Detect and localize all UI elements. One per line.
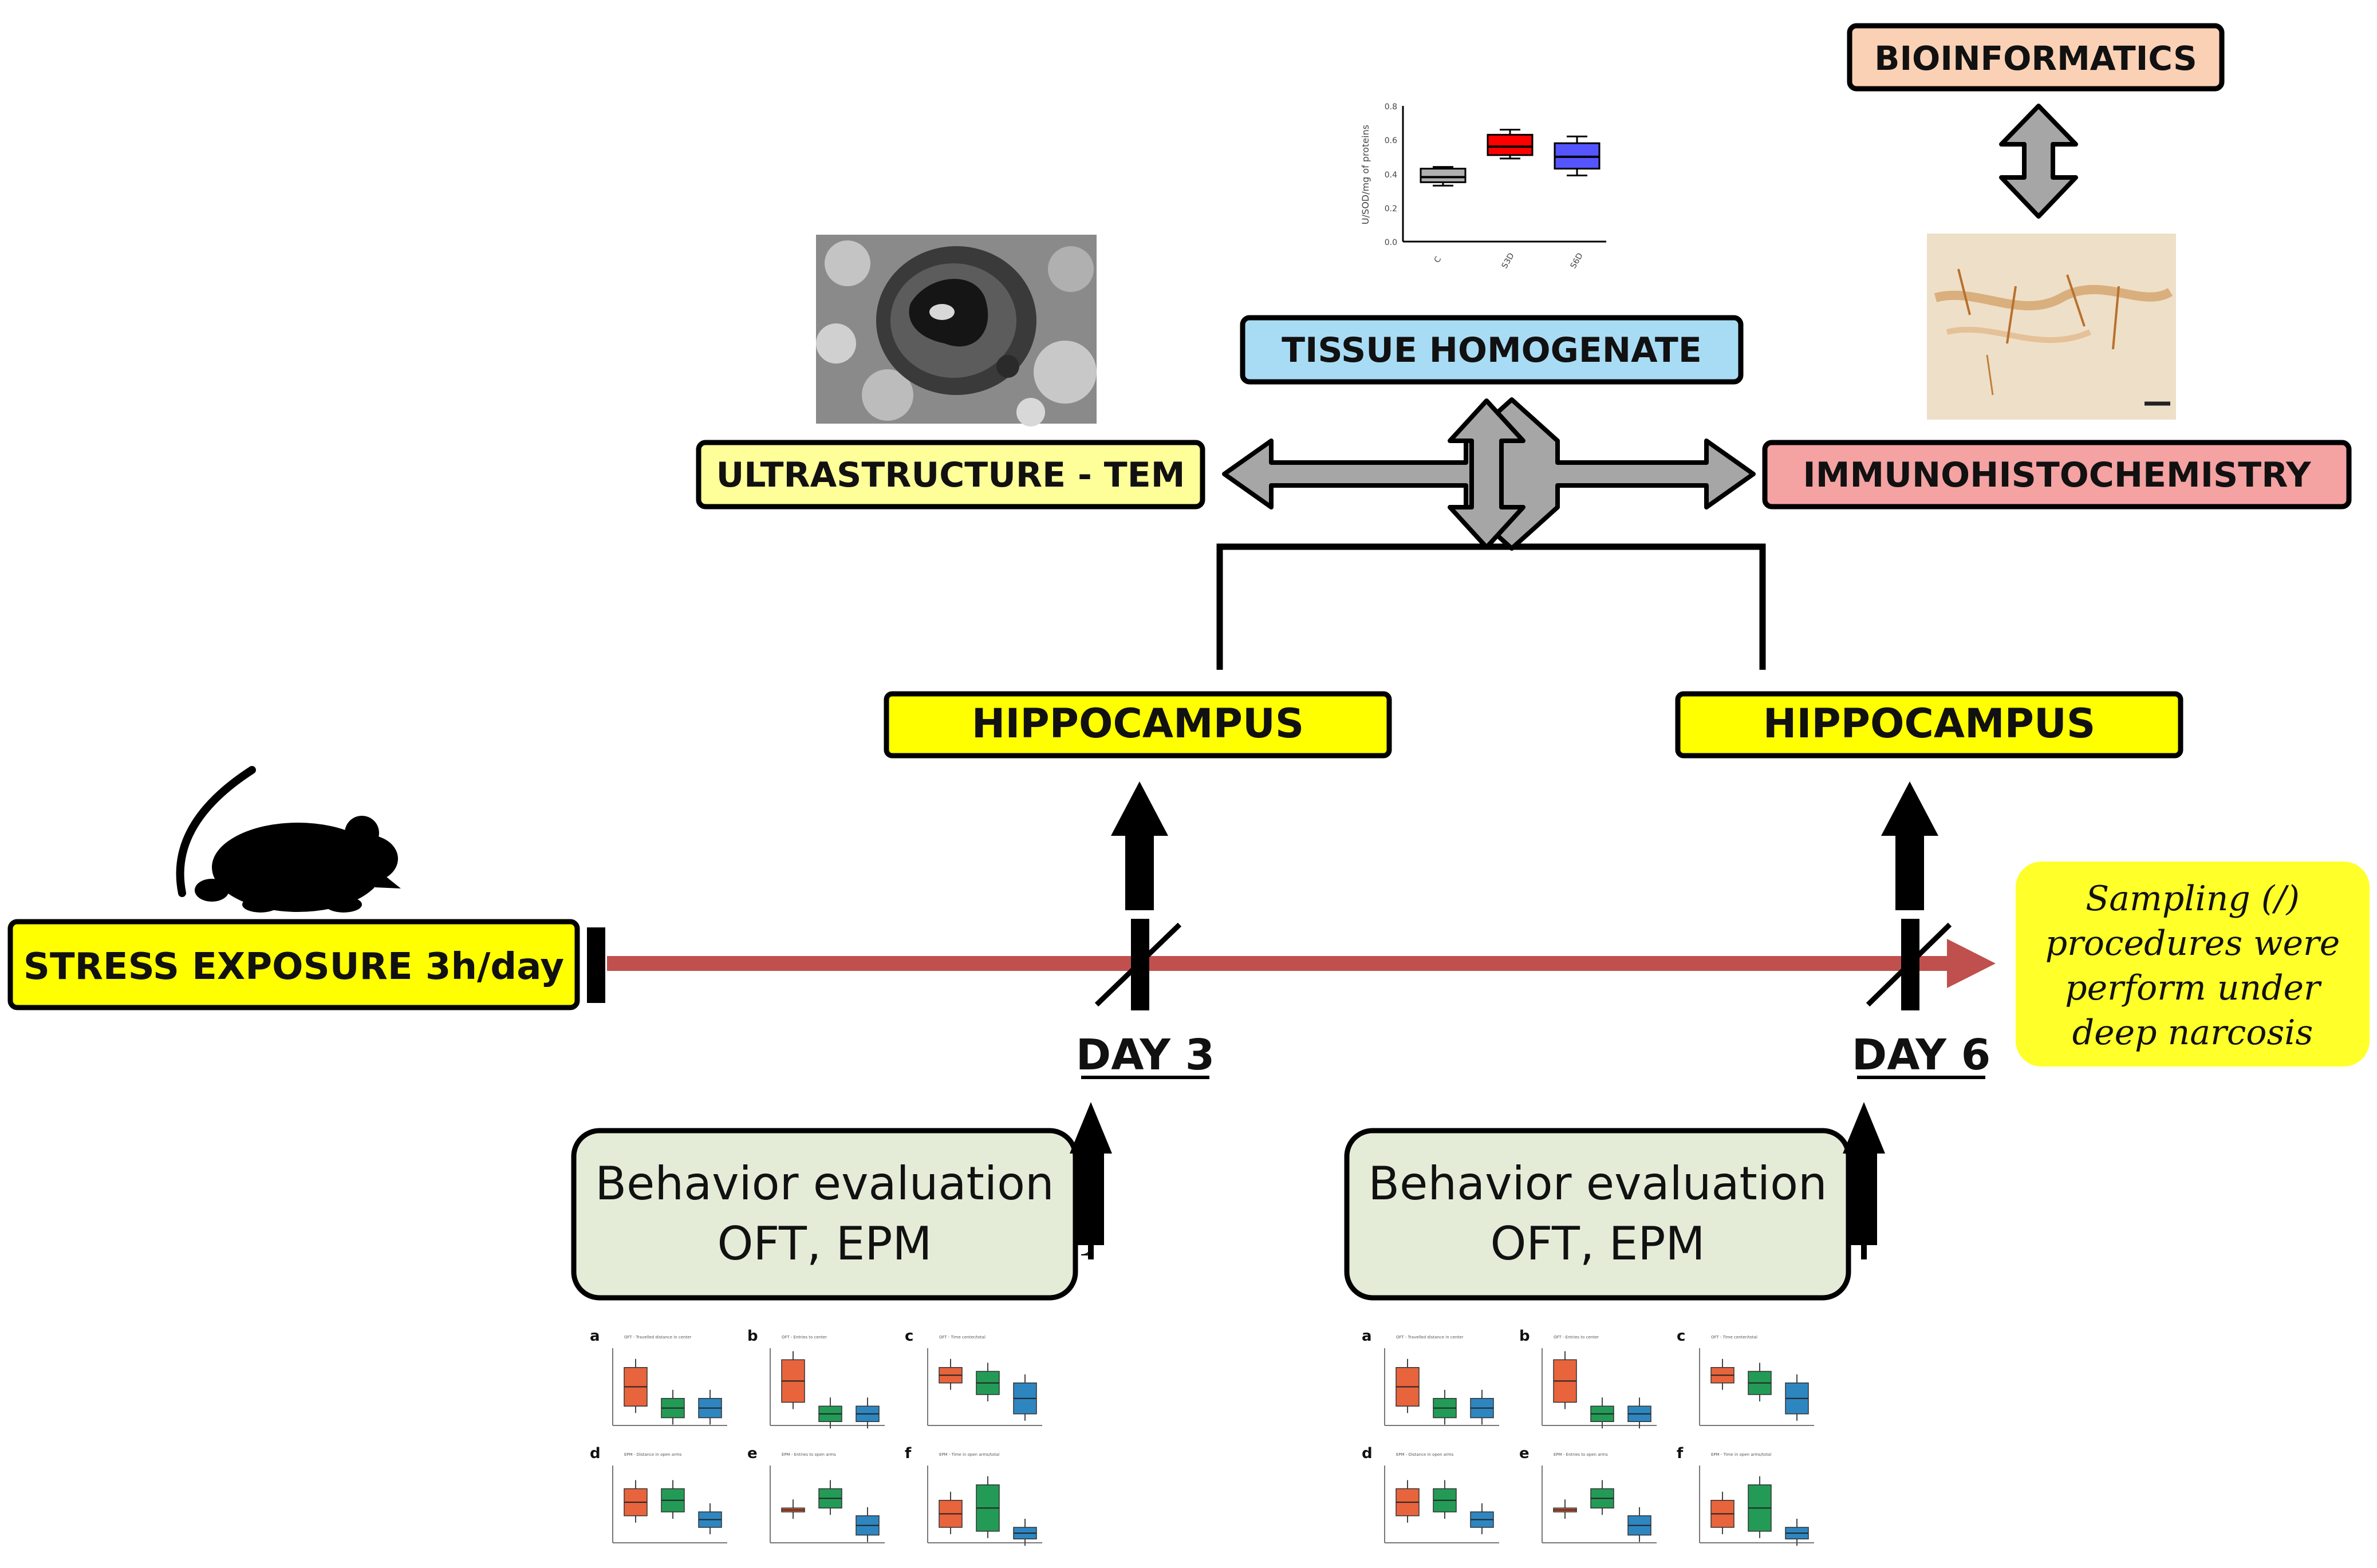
immunohistochemistry-label: IMMUNOHISTOCHEMISTRY	[1803, 455, 2312, 495]
behavior-panel-a: a OFT - Travelled distance in center	[590, 1328, 727, 1426]
behavior-panel-b: b OFT - Entries to center	[747, 1328, 885, 1429]
hippocampus-right-label: HIPPOCAMPUS	[1763, 700, 2096, 747]
boxplot-ytick: 0.0	[1385, 238, 1397, 247]
tem-micrograph-image	[816, 235, 1097, 426]
panel-title: OFT - Time center/total	[1711, 1335, 1757, 1340]
note-line-1: Sampling (/)	[2086, 879, 2300, 919]
panel-title: OFT - Entries to center	[782, 1335, 827, 1340]
boxplot-axes	[1402, 106, 1606, 243]
day3-slash-icon	[1094, 922, 1182, 1007]
behavior-right-box: Behavior evaluation OFT, EPM	[1344, 1128, 1851, 1301]
ultrastructure-label: ULTRASTRUCTURE - TEM	[716, 455, 1185, 495]
panel-title: EPM - Distance in open arms	[624, 1452, 682, 1457]
panel-title: OFT - Entries to center	[1554, 1335, 1599, 1340]
day6-label: DAY 6	[1852, 1030, 1990, 1080]
boxplot-box-s6d	[1554, 135, 1601, 176]
panel-letter: f	[1677, 1445, 1684, 1462]
panel-letter: b	[1519, 1328, 1530, 1345]
boxplot-ytick: 0.4	[1385, 171, 1397, 180]
behavior-panel-c: c OFT - Time center/total	[905, 1328, 1042, 1426]
bioinformatics-arrow-icon	[1999, 104, 2078, 219]
panel-letter: f	[905, 1445, 912, 1462]
timeline-start-bar	[587, 927, 605, 1003]
arrow-up-left-icon	[1111, 781, 1168, 910]
behavior-right-line-2: OFT, EPM	[1490, 1217, 1705, 1270]
boxplot-box-s3d	[1487, 128, 1534, 160]
behavior-panel-f: f EPM - Time in open arms/total	[1677, 1445, 1814, 1546]
behavior-left-box: Behavior evaluation OFT, EPM	[571, 1128, 1078, 1301]
panel-title: EPM - Entries to open arms	[782, 1452, 836, 1457]
hippocampus-left-label: HIPPOCAMPUS	[972, 700, 1304, 747]
behavior-panel-b: b OFT - Entries to center	[1519, 1328, 1657, 1429]
panel-letter: a	[1362, 1328, 1372, 1345]
bracket-connector	[1216, 543, 1766, 670]
panel-title: EPM - Time in open arms/total	[939, 1452, 999, 1457]
panel-title: EPM - Time in open arms/total	[1711, 1452, 1771, 1457]
panel-letter: d	[1362, 1445, 1373, 1462]
note-line-4: deep narcosis	[2072, 1013, 2313, 1053]
bent-arrow-left-icon	[1070, 1102, 1112, 1259]
panel-title: OFT - Travelled distance in center	[1396, 1335, 1464, 1340]
tissue-homogenate-label: TISSUE HOMOGENATE	[1282, 330, 1702, 370]
behavior-boxplot-grid-right: a OFT - Travelled distance in center b OFT …	[1362, 1328, 1814, 1546]
boxplot-xtick: C	[1433, 255, 1444, 264]
stress-exposure-box: STRESS EXPOSURE 3h/day	[7, 919, 580, 1010]
panel-letter: a	[590, 1328, 600, 1345]
note-line-3: perform under	[2065, 968, 2322, 1008]
bent-arrow-right-icon	[1843, 1102, 1885, 1259]
immunohistochemistry-box: IMMUNOHISTOCHEMISTRY	[1762, 440, 2352, 509]
boxplot-ylabel: U/SOD/mg of proteins	[1360, 125, 1371, 224]
day3-label-group: DAY 3	[1076, 1030, 1215, 1080]
behavior-panel-f: f EPM - Time in open arms/total	[905, 1445, 1042, 1546]
boxplot-ytick: 0.2	[1385, 204, 1397, 214]
behavior-panel-e: e EPM - Entries to open arms	[1519, 1445, 1657, 1543]
note-line-2: procedures were	[2045, 923, 2340, 963]
boxplot-xtick: S3D	[1500, 251, 1516, 270]
boxplot-ytick: 0.8	[1385, 102, 1397, 112]
bioinformatics-label: BIOINFORMATICS	[1874, 39, 2197, 78]
vertical-double-arrow-icon	[1448, 398, 1525, 550]
panel-letter: b	[747, 1328, 758, 1345]
bioinformatics-box: BIOINFORMATICS	[1847, 23, 2225, 92]
immunohistochemistry-image	[1927, 234, 2176, 420]
hippocampus-right-box: HIPPOCAMPUS	[1675, 691, 2183, 759]
behavior-right-line-1: Behavior evaluation	[1368, 1157, 1827, 1210]
behavior-panel-d: d EPM - Distance in open arms	[590, 1445, 727, 1543]
timeline-arrowhead-icon	[1947, 939, 1996, 988]
boxplot-boxes	[1420, 128, 1601, 187]
behavior-left-line-2: OFT, EPM	[717, 1217, 932, 1270]
panel-title: OFT - Travelled distance in center	[624, 1335, 692, 1340]
hippocampus-left-box: HIPPOCAMPUS	[884, 691, 1392, 759]
arrow-up-right-icon	[1881, 781, 1938, 910]
tissue-homogenate-box: TISSUE HOMOGENATE	[1240, 315, 1744, 385]
behavior-panel-c: c OFT - Time center/total	[1677, 1328, 1814, 1426]
day6-slash-icon	[1866, 922, 1952, 1007]
behavior-left-line-1: Behavior evaluation	[595, 1157, 1054, 1210]
behavior-panel-e: e EPM - Entries to open arms	[747, 1445, 885, 1543]
boxplot-thumbnail: U/SOD/mg of proteins 0.0 0.2 0.4 0.6 0.8…	[1360, 102, 1606, 270]
panel-letter: c	[905, 1328, 913, 1345]
behavior-panel-a: a OFT - Travelled distance in center	[1362, 1328, 1499, 1426]
panel-letter: e	[1519, 1445, 1530, 1462]
ultrastructure-box: ULTRASTRUCTURE - TEM	[696, 440, 1205, 509]
panel-letter: d	[590, 1445, 601, 1462]
panel-letter: c	[1677, 1328, 1685, 1345]
boxplot-yticks: 0.0 0.2 0.4 0.6 0.8	[1385, 102, 1397, 247]
mouse-silhouette-icon	[176, 766, 401, 913]
panel-title: EPM - Distance in open arms	[1396, 1452, 1454, 1457]
boxplot-box-c	[1420, 166, 1467, 187]
day6-label-group: DAY 6	[1852, 1030, 1990, 1080]
timeline	[587, 919, 1996, 1010]
panel-letter: e	[747, 1445, 758, 1462]
day3-label: DAY 3	[1076, 1030, 1215, 1080]
panel-title: EPM - Entries to open arms	[1554, 1452, 1608, 1457]
sampling-note-box: Sampling (/) procedures were perform und…	[2016, 862, 2370, 1067]
boxplot-ytick: 0.6	[1385, 136, 1397, 145]
behavior-panel-d: d EPM - Distance in open arms	[1362, 1445, 1499, 1543]
stress-exposure-label: STRESS EXPOSURE 3h/day	[23, 946, 564, 988]
behavior-boxplot-grid-left: a OFT - Travelled distance in center b OFT …	[590, 1328, 1042, 1546]
boxplot-xtick: S6D	[1569, 251, 1585, 270]
panel-title: OFT - Time center/total	[939, 1335, 986, 1340]
